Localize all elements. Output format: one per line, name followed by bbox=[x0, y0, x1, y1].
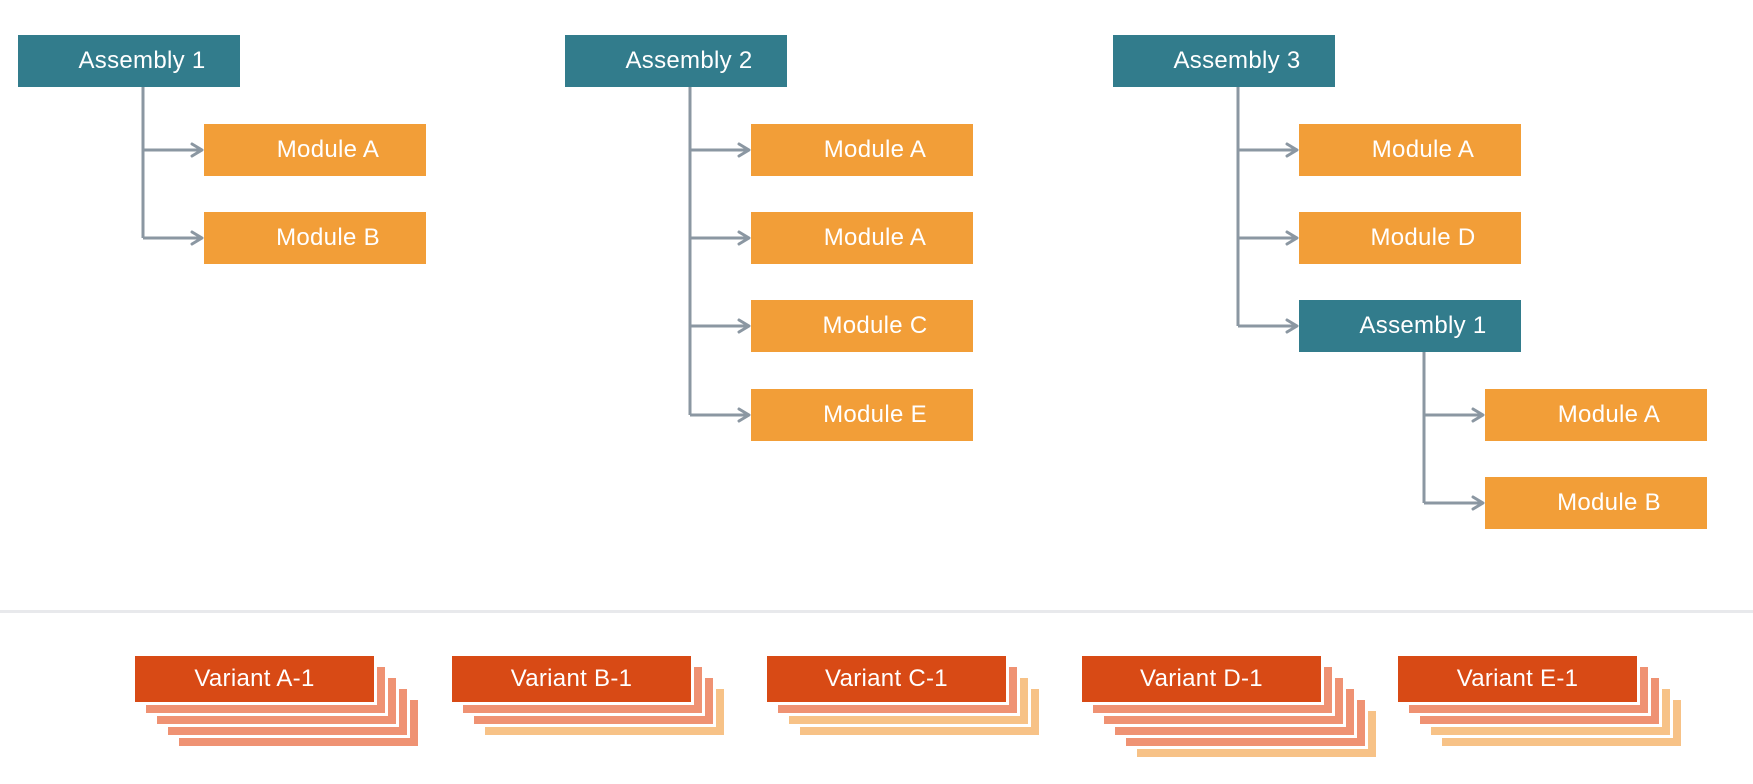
variant-d1-box: Variant D-1 bbox=[1079, 653, 1324, 705]
tree3-module-a-box: Module A bbox=[1299, 124, 1521, 176]
tree2-module-a1-label: Module A bbox=[823, 136, 927, 163]
nested-module-a-box: Module A bbox=[1485, 389, 1707, 441]
tree2-module-e-box: Module E bbox=[751, 389, 973, 441]
variant-c1-stack: Variant C-1 bbox=[764, 653, 1042, 738]
tree1-module-a-label: Module A bbox=[276, 136, 380, 163]
tree3-nested-assembly-1-box: Assembly 1 bbox=[1299, 300, 1521, 352]
tree2-module-a2-box: Module A bbox=[751, 212, 973, 264]
nested-module-a-label: Module A bbox=[1557, 401, 1661, 428]
variant-b1-stack: Variant B-1 bbox=[449, 653, 727, 738]
variant-d1-stack: Variant D-1 bbox=[1079, 653, 1379, 760]
tree2-module-c-label: Module C bbox=[822, 312, 928, 339]
variant-e1-label: Variant E-1 bbox=[1456, 665, 1579, 692]
nested-module-b-box: Module B bbox=[1485, 477, 1707, 529]
variant-a1-box: Variant A-1 bbox=[132, 653, 377, 705]
variant-c1-label: Variant C-1 bbox=[825, 665, 948, 692]
variant-e1-box: Variant E-1 bbox=[1395, 653, 1640, 705]
tree3-module-d-label: Module D bbox=[1370, 224, 1476, 251]
variant-b1-label: Variant B-1 bbox=[510, 665, 633, 692]
assembly-1-label: Assembly 1 bbox=[78, 47, 206, 74]
section-divider bbox=[0, 610, 1753, 613]
tree1-module-a-box: Module A bbox=[204, 124, 426, 176]
variant-b1-box: Variant B-1 bbox=[449, 653, 694, 705]
tree1-module-b-box: Module B bbox=[204, 212, 426, 264]
assembly-2-box: Assembly 2 bbox=[565, 35, 787, 87]
tree2-module-a1-box: Module A bbox=[751, 124, 973, 176]
tree2-module-c-box: Module C bbox=[751, 300, 973, 352]
tree2-module-e-label: Module E bbox=[823, 401, 927, 428]
assembly-1-box: Assembly 1 bbox=[18, 35, 240, 87]
tree1-module-b-label: Module B bbox=[276, 224, 380, 251]
tree3-module-d-box: Module D bbox=[1299, 212, 1521, 264]
tree3-nested-assembly-1-label: Assembly 1 bbox=[1359, 312, 1487, 339]
nested-module-b-label: Module B bbox=[1557, 489, 1661, 516]
assembly-3-box: Assembly 3 bbox=[1113, 35, 1335, 87]
variant-c1-box: Variant C-1 bbox=[764, 653, 1009, 705]
assembly-3-label: Assembly 3 bbox=[1173, 47, 1301, 74]
variant-e1-stack: Variant E-1 bbox=[1395, 653, 1684, 749]
tree3-module-a-label: Module A bbox=[1371, 136, 1475, 163]
assembly-2-label: Assembly 2 bbox=[625, 47, 753, 74]
variant-a1-stack: Variant A-1 bbox=[132, 653, 421, 749]
variant-a1-label: Variant A-1 bbox=[194, 665, 315, 692]
variant-d1-label: Variant D-1 bbox=[1140, 665, 1263, 692]
tree2-module-a2-label: Module A bbox=[823, 224, 927, 251]
